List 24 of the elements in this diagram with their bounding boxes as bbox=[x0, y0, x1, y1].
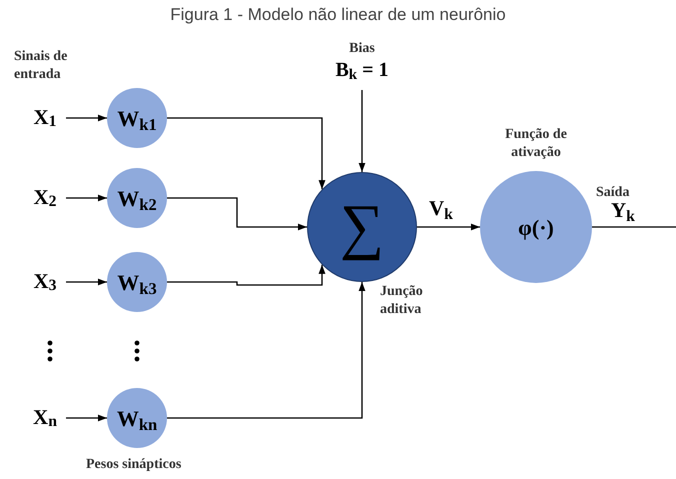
connector-arrow bbox=[66, 414, 107, 422]
bias-value: B$_{k}$ = 1 bbox=[335, 58, 389, 82]
input-signal-label: X$_{2}$ bbox=[26, 186, 64, 210]
edge-label: Y$_{k}$ bbox=[610, 200, 636, 221]
bias-heading: Bias bbox=[349, 40, 375, 58]
input-signal-label: X$_{n}$ bbox=[26, 406, 64, 430]
connector-arrow bbox=[358, 90, 366, 172]
output-heading: Saída bbox=[596, 184, 630, 202]
connector-arrow bbox=[417, 224, 480, 230]
junction-caption: Junção aditiva bbox=[380, 283, 424, 318]
connector-arrow bbox=[66, 278, 107, 286]
connector-arrow bbox=[167, 197, 307, 230]
connector-arrow bbox=[167, 282, 366, 419]
input-signals-label: Sinais de entrada bbox=[14, 48, 68, 83]
activation-heading: Função de ativação bbox=[504, 126, 568, 161]
figure-title: Figura 1 - Modelo não linear de um neurônio bbox=[169, 4, 507, 26]
connector-arrow bbox=[66, 114, 107, 122]
input-signal-label: X$_{1}$ bbox=[26, 106, 64, 130]
synaptic-weights-label: Pesos sinápticos bbox=[86, 456, 182, 474]
connector-arrow bbox=[167, 117, 326, 190]
connector-arrow bbox=[66, 194, 107, 202]
connector-arrow bbox=[167, 264, 326, 286]
edge-label: V$_{k}$ bbox=[428, 198, 454, 219]
input-signal-label: X$_{3}$ bbox=[26, 270, 64, 294]
